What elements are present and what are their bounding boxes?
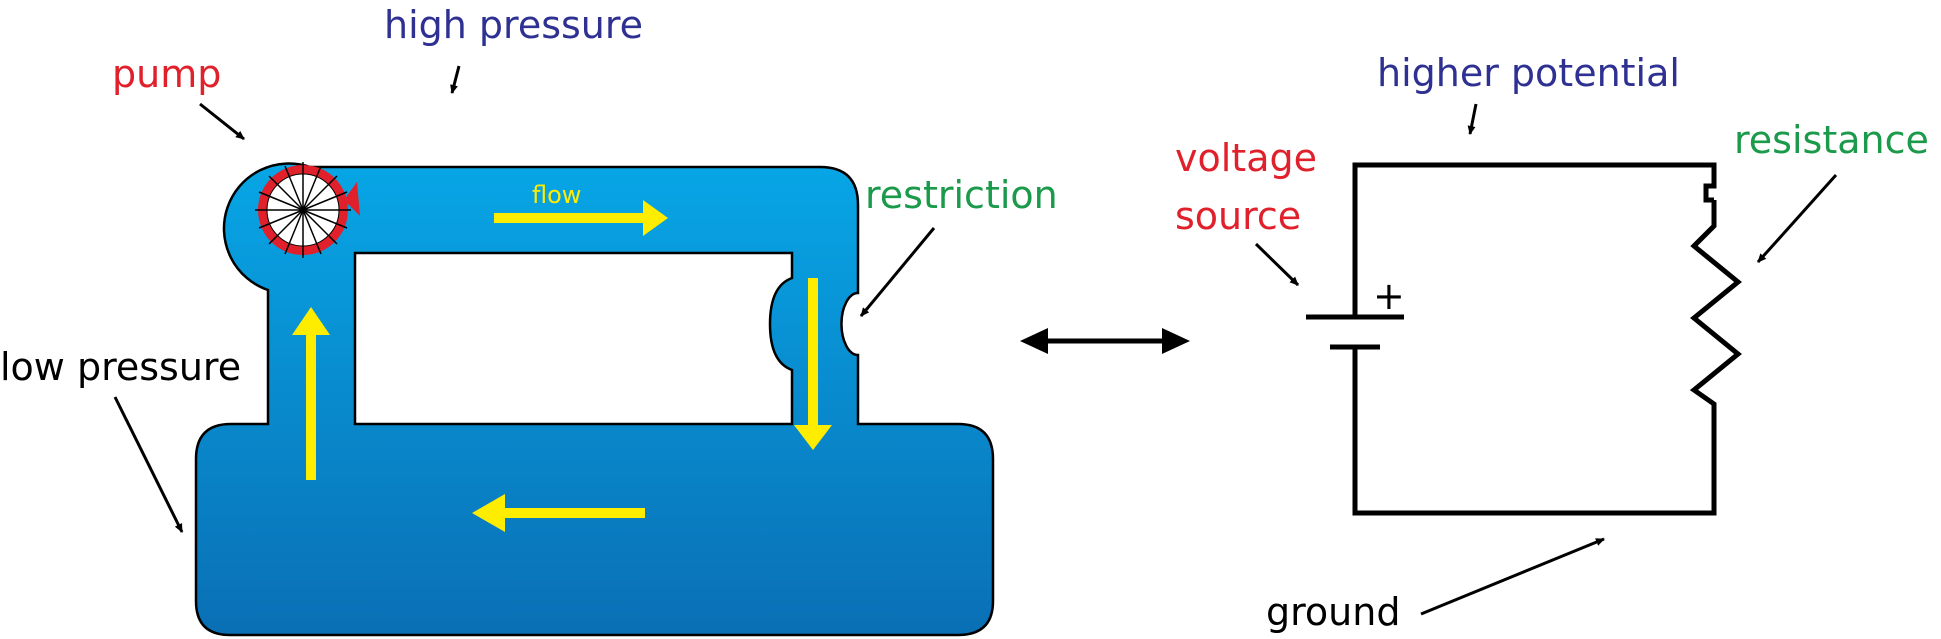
resistance-label: resistance: [1734, 118, 1929, 162]
restriction-pointer-arrow: [859, 227, 936, 317]
flow-arrow-right-icon: [494, 200, 668, 236]
higher-potential-label: higher potential: [1377, 51, 1680, 95]
pump-pointer-arrow: [199, 102, 245, 141]
voltage-source-label-line2: source: [1175, 194, 1301, 238]
ground-pointer-arrow: [1420, 537, 1605, 616]
low-pressure-label: low pressure: [0, 345, 241, 389]
flow-arrow-up-icon: [292, 307, 330, 480]
circuit-top-left-wire: [1352, 162, 1717, 317]
flow-arrow-left-icon: [472, 494, 645, 532]
voltage-source-pointer-arrow: [1254, 242, 1300, 287]
pump-impeller-icon: [255, 162, 360, 258]
flow-label: flow: [532, 181, 581, 209]
restriction-label: restriction: [865, 173, 1058, 217]
water-pipe-loop: [194, 162, 995, 637]
double-arrow-icon: [1020, 328, 1190, 354]
flow-arrows: [292, 200, 832, 532]
high-pressure-pointer-arrow: [450, 65, 461, 94]
voltage-source-label-line1: voltage: [1175, 136, 1317, 180]
higher-potential-pointer-arrow: [1467, 103, 1478, 135]
resistor-zigzag-icon: [1689, 200, 1742, 418]
high-pressure-label: high pressure: [384, 3, 643, 47]
ground-label: ground: [1266, 590, 1400, 634]
low-pressure-pointer-arrow: [113, 396, 184, 533]
water-circuit: flow: [194, 162, 995, 637]
resistance-pointer-arrow: [1756, 173, 1838, 264]
battery-plus-sign: +: [1373, 274, 1405, 318]
flow-arrow-down-icon: [794, 278, 832, 450]
pump-label: pump: [112, 52, 221, 96]
battery-symbol-icon: [1306, 314, 1404, 350]
circuit-left-lower-wire: [1352, 347, 1717, 516]
electric-circuit: [1306, 162, 1742, 516]
